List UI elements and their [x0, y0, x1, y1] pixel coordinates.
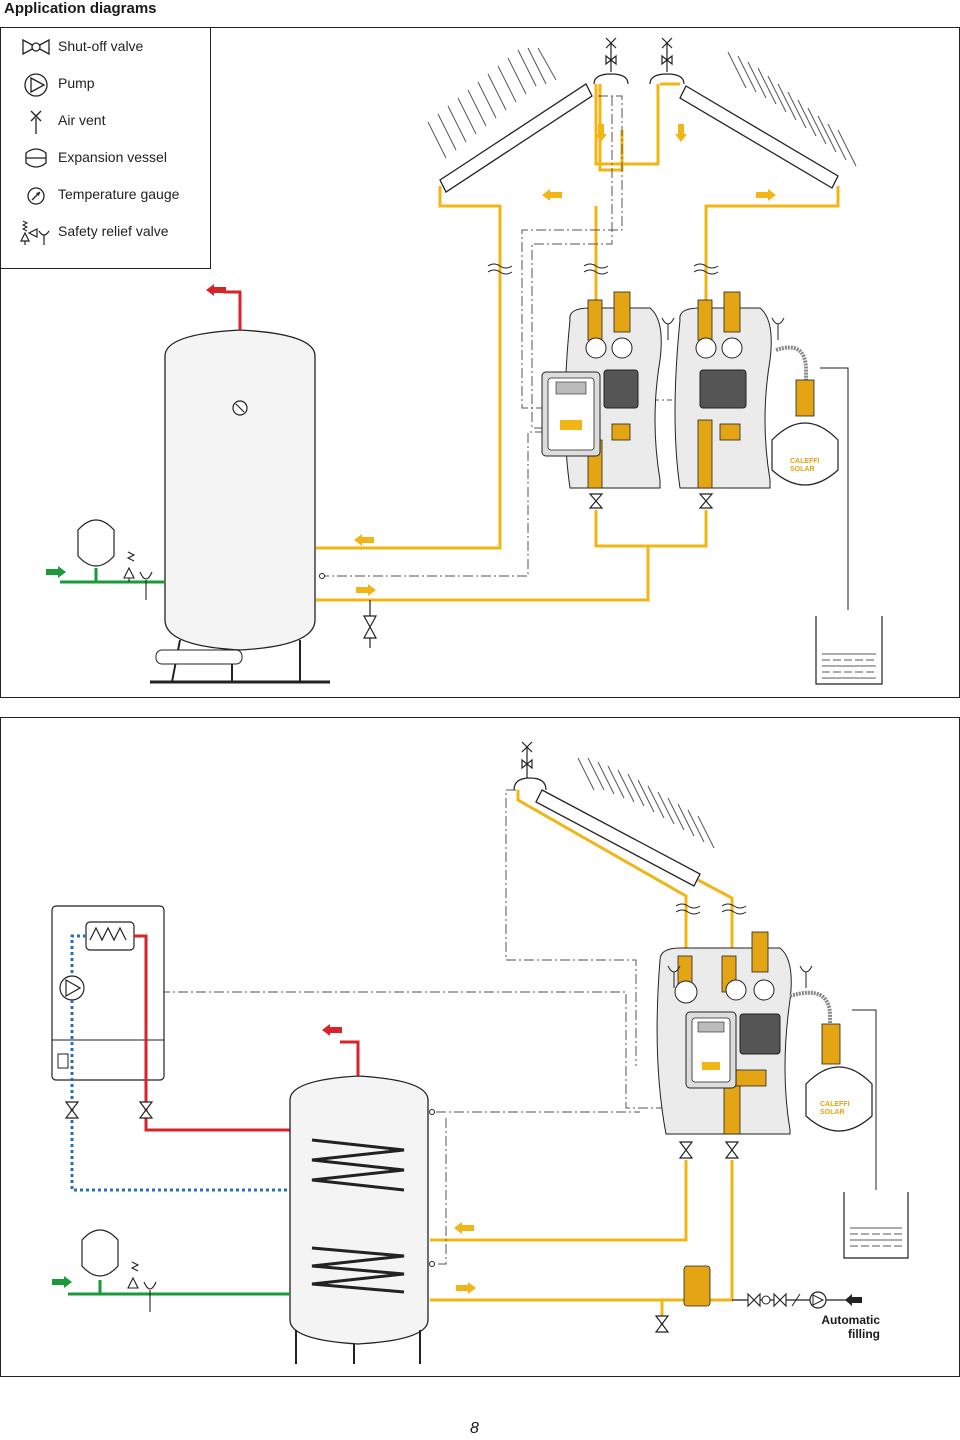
cold-water-inlet-1 [60, 568, 165, 584]
legend-item-shutoff-valve: Shut-off valve [1, 32, 211, 62]
legend-item-pump: Pump [1, 69, 211, 99]
legend-label: Shut-off valve [58, 38, 144, 54]
expansion-vessel-icon [81, 1229, 119, 1277]
hot-water-outlet-1 [224, 290, 242, 330]
safety-relief-valve-icon [20, 220, 50, 245]
pump-station-2 [656, 931, 813, 1159]
automatic-filling-line2: filling [848, 1327, 880, 1341]
boiler-return-blue [70, 934, 290, 1192]
solar-collector-left [439, 83, 593, 193]
collection-tank-1 [815, 616, 883, 685]
shutoff-valve-icon [362, 600, 378, 648]
flow-arrows-diagram1 [354, 124, 776, 596]
boiler [51, 905, 165, 1081]
solar-loop-diagram1 [316, 82, 840, 602]
shutoff-valve-icon [64, 1101, 154, 1119]
pipe-break-symbols [675, 903, 747, 915]
pipe-break-symbols [487, 263, 719, 275]
hot-water-outlet-2 [340, 1040, 360, 1076]
legend-label: Expansion vessel [58, 149, 167, 165]
boiler-flow-red [134, 934, 290, 1132]
shutoff-valve-icon [654, 1315, 670, 1333]
collection-tank-2 [843, 1192, 909, 1259]
legend-item-temperature-gauge: Temperature gauge [1, 180, 211, 210]
brand-text: CALEFFI [790, 458, 820, 465]
flow-arrows-diagram2 [454, 1222, 476, 1294]
air-vent-icon [30, 110, 42, 134]
solar-collector-right [679, 85, 839, 189]
expansion-vessel-icon [25, 148, 47, 168]
automatic-filling-line1: Automatic [821, 1313, 880, 1327]
air-vent-icon [513, 741, 547, 791]
page-title: Application diagrams [4, 0, 157, 17]
temperature-gauge-icon [27, 187, 45, 205]
sun-rays-diagram2 [577, 757, 715, 849]
shutoff-valve-icon [22, 38, 50, 56]
air-vent-icon [593, 37, 685, 85]
sensor-wiring-diagram2 [160, 789, 676, 1265]
pump-station-1 [541, 291, 785, 509]
solar-expansion-vessel-2: CALEFFI SOLAR [789, 990, 877, 1190]
legend-label: Safety relief valve [58, 223, 169, 239]
page-number: 8 [470, 1420, 479, 1437]
legend-item-air-vent: Air vent [1, 106, 211, 136]
legend-label: Air vent [58, 112, 106, 128]
storage-tank-2 [289, 1075, 435, 1364]
cold-water-inlet-2 [68, 1280, 290, 1296]
brand-text: CALEFFI [820, 1101, 850, 1108]
legend-label: Temperature gauge [58, 186, 180, 202]
sun-rays-right [727, 51, 857, 167]
legend-item-safety-relief-valve: Safety relief valve [1, 217, 211, 247]
expansion-vessel-icon [77, 519, 115, 567]
solar-collector-diagram2 [535, 789, 701, 887]
legend: Shut-off valve Pump Air vent Expansion v… [1, 28, 211, 269]
legend-label: Pump [58, 75, 95, 91]
automatic-filling-assembly [683, 1265, 862, 1309]
pump-icon [24, 73, 48, 97]
solar-expansion-vessel-1: CALEFFI SOLAR [771, 345, 849, 610]
safety-relief-valve-icon [123, 551, 153, 600]
brand-text: SOLAR [790, 466, 815, 473]
legend-item-expansion-vessel: Expansion vessel [1, 143, 211, 173]
sun-rays-left [427, 47, 557, 159]
automatic-filling-label: Automatic filling [780, 1313, 880, 1341]
safety-relief-valve-icon [127, 1261, 157, 1312]
storage-tank-1 [150, 329, 330, 684]
brand-text: SOLAR [820, 1109, 845, 1116]
